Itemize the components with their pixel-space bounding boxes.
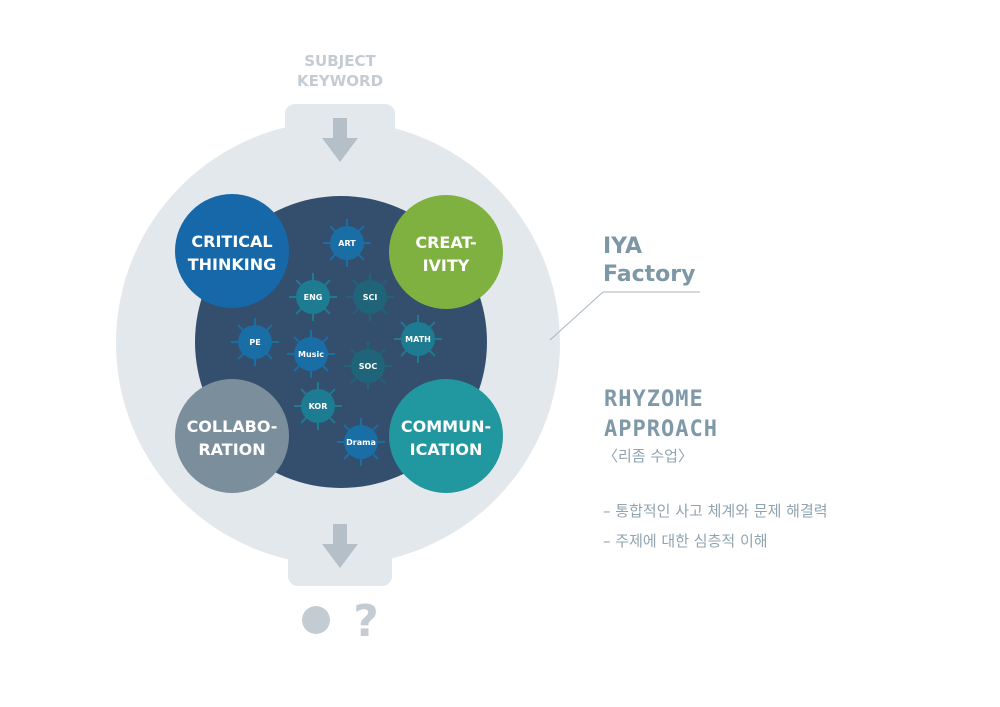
subject-gear-pe: PE	[231, 318, 279, 366]
subject-gear-soc: SOC	[344, 342, 392, 390]
subject-label: ART	[338, 239, 356, 248]
subject-label: MATH	[405, 335, 431, 344]
subject-gear-math: MATH	[394, 315, 442, 363]
subject-label: SOC	[359, 362, 378, 371]
competency-circle: COLLABO- RATION	[175, 379, 289, 493]
bullet-1: – 통합적인 사고 체계와 문제 해결력	[603, 502, 828, 520]
approach-korean: 〈리좀 수업〉	[603, 447, 693, 465]
subject-label: PE	[249, 338, 260, 347]
approach-line-2: APPROACH	[604, 417, 718, 442]
title-line-1: IYA	[603, 234, 642, 259]
subject-label: Music	[298, 350, 324, 359]
subject-gear-music: Music	[287, 330, 335, 378]
competency-circle: CRITICAL THINKING	[175, 194, 289, 308]
competency-label: IVITY	[423, 256, 470, 275]
dot-icon	[302, 606, 330, 634]
arrow-down-icon	[322, 118, 358, 162]
subject-label: KOR	[309, 402, 328, 411]
subject-label: ENG	[304, 293, 323, 302]
competency-label: COMMUN-	[401, 417, 491, 436]
pointer-line	[549, 291, 700, 341]
subject-gear-drama: Drama	[337, 418, 385, 466]
subject-label: SCI	[363, 293, 378, 302]
title-line-2: Factory	[603, 262, 695, 287]
bullet-2: – 주제에 대한 심층적 이해	[603, 532, 768, 550]
subject-label-2: KEYWORD	[297, 72, 383, 90]
competency-label: CREAT-	[415, 233, 476, 252]
subject-gear-kor: KOR	[294, 382, 342, 430]
competency-label: THINKING	[188, 255, 277, 274]
competency-label: COLLABO-	[187, 417, 278, 436]
arrow-down-icon	[322, 524, 358, 568]
competency-label: CRITICAL	[191, 232, 272, 251]
question-mark-icon: ?	[353, 596, 379, 647]
approach-line-1: RHYZOME	[604, 387, 704, 412]
subject-gear-art: ART	[323, 219, 371, 267]
subject-label: Drama	[346, 438, 376, 447]
competency-label: ICATION	[410, 440, 483, 459]
subject-label-1: SUBJECT	[304, 52, 376, 70]
competency-label: RATION	[198, 440, 265, 459]
competency-circle: COMMUN- ICATION	[389, 379, 503, 493]
competency-circle: CREAT- IVITY	[389, 195, 503, 309]
subject-gear-eng: ENG	[289, 273, 337, 321]
subject-gear-sci: SCI	[346, 273, 394, 321]
